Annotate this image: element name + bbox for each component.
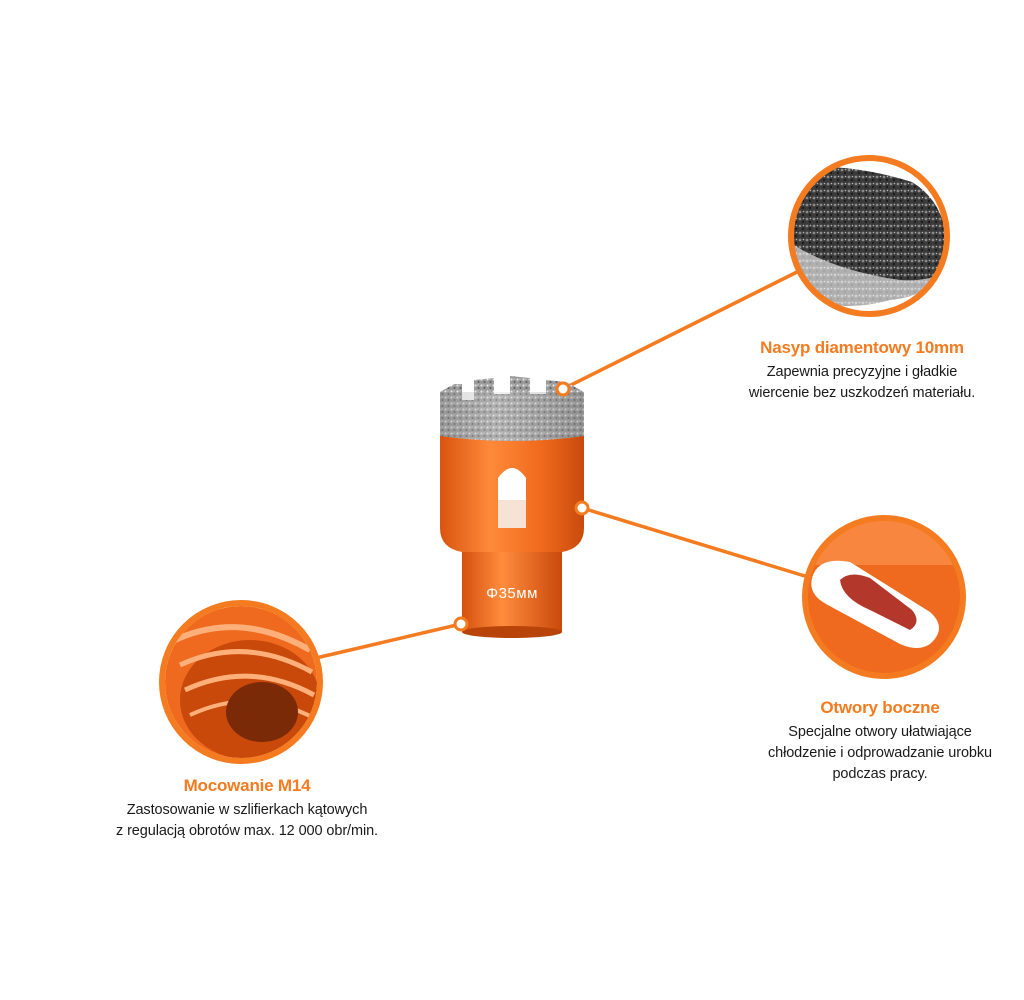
feature-holes-desc: Specjalne otwory ułatwiające chłodzenie … bbox=[742, 722, 1018, 785]
zoom-circle-diamond bbox=[788, 155, 950, 317]
connector-line-mount bbox=[315, 622, 462, 660]
feature-holes-desc-line: Specjalne otwory ułatwiające bbox=[788, 724, 972, 740]
feature-mount: Mocowanie M14 Zastosowanie w szlifierkac… bbox=[92, 776, 402, 842]
marker-dot-diamond bbox=[555, 381, 571, 397]
marker-dot-mount bbox=[453, 616, 469, 632]
feature-diamond-desc: Zapewnia precyzyjne i gładkie wiercenie … bbox=[722, 362, 1002, 404]
core-bit-shank bbox=[462, 545, 562, 632]
connector-lines bbox=[315, 270, 809, 660]
connector-line-holes bbox=[581, 506, 809, 579]
zoom-circle-mount bbox=[159, 600, 323, 764]
feature-holes: Otwory boczne Specjalne otwory ułatwiają… bbox=[742, 698, 1018, 785]
feature-holes-title: Otwory boczne bbox=[820, 698, 940, 717]
diameter-label: Φ35мм bbox=[486, 585, 538, 602]
connector-line-diamond bbox=[564, 270, 798, 390]
marker-dots bbox=[453, 381, 590, 632]
core-bit bbox=[440, 376, 584, 638]
feature-diamond-desc-line: wiercenie bez uszkodzeń materiału. bbox=[748, 385, 976, 401]
feature-mount-desc: Zastosowanie w szlifierkach kątowych z r… bbox=[92, 800, 402, 842]
zoom-circle-holes bbox=[802, 515, 966, 679]
feature-mount-title: Mocowanie M14 bbox=[183, 776, 311, 795]
marker-dot-holes bbox=[574, 500, 590, 516]
feature-holes-desc-line: chłodzenie i odprowadzanie urobku bbox=[767, 745, 993, 761]
feature-mount-desc-line: z regulacją obrotów max. 12 000 obr/min. bbox=[116, 823, 378, 839]
feature-diamond: Nasyp diamentowy 10mm Zapewnia precyzyjn… bbox=[722, 338, 1002, 404]
feature-diamond-title: Nasyp diamentowy 10mm bbox=[760, 338, 964, 357]
feature-holes-desc-line: podczas pracy. bbox=[832, 766, 928, 782]
feature-mount-desc-line: Zastosowanie w szlifierkach kątowych bbox=[126, 802, 368, 818]
feature-diamond-desc-line: Zapewnia precyzyjne i gładkie bbox=[766, 364, 958, 380]
